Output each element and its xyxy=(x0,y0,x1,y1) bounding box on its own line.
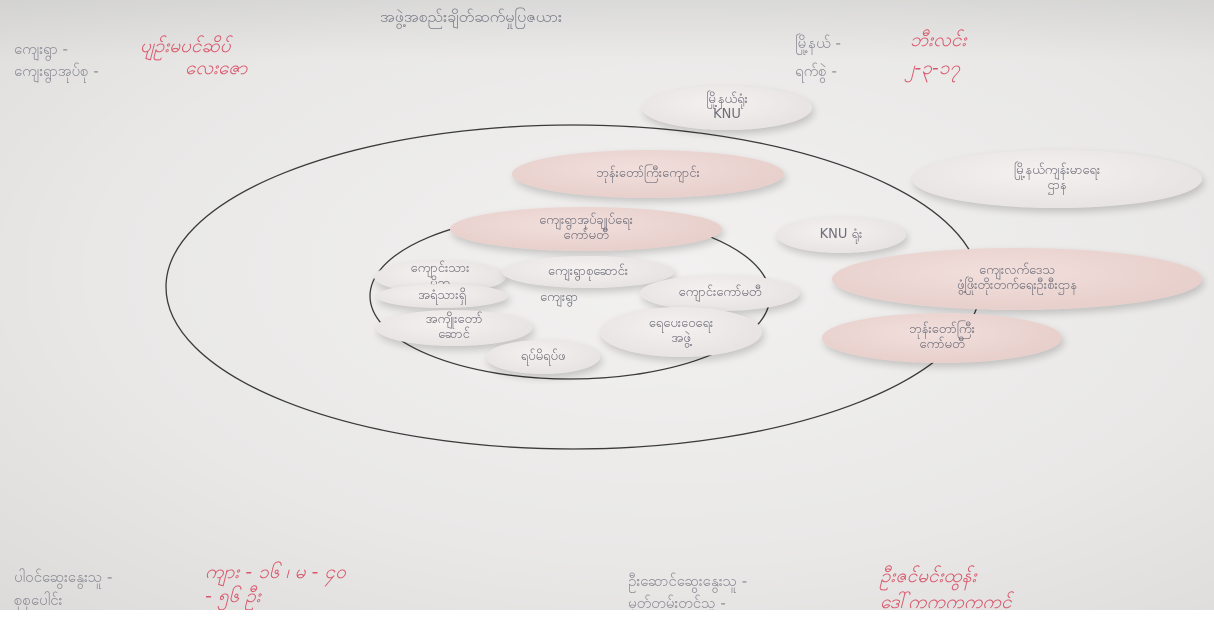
facilitator-value: ဦးဇင်မင်းထွန်း xyxy=(880,565,977,587)
township-label: မြို့နယ် - xyxy=(795,34,841,52)
bubble-knu-office: KNU ရုံး xyxy=(776,217,906,253)
bubble-reserve: အရံသားရှိ xyxy=(376,284,508,308)
participants-label: ပါဝင်ဆွေးနွေးသူ - xyxy=(14,568,113,586)
bubble-monastery: ဘုန်းတော်ကြီးကျောင်း xyxy=(512,150,784,198)
bubble-village-admin-committee: ကျေးရွာအုပ်ချုပ်ရေးကော်မတီ xyxy=(450,207,722,251)
image-margin xyxy=(880,610,1214,623)
participants-value: ကျား - ၁၆ ၊ မ - ၄၀ xyxy=(205,561,346,583)
village-label: ကျေးရွာ - xyxy=(14,40,68,58)
date-label: ရက်စွဲ - xyxy=(795,62,837,80)
paper-shadow xyxy=(0,0,1214,60)
notetaker-value: ဒေါ်ကကကကကင် xyxy=(880,591,1012,610)
village-center-label: ကျေးရွာ xyxy=(540,290,578,305)
bubble-water-supply: ရေပေးဝေရေးအဖွဲ့ xyxy=(600,307,762,357)
photo-paper: အဖွဲ့အစည်းချိတ်ဆက်မှုပြဇယား ကျေးရွာ - ပျ… xyxy=(0,0,1214,610)
bubble-school-committee: ကျောင်းကော်မတီ xyxy=(640,275,800,311)
tract-value: လေးဇော xyxy=(185,57,248,79)
diagram-title: အဖွဲ့အစည်းချိတ်ဆက်မှုပြဇယား xyxy=(380,7,562,26)
notetaker-label: မှတ်တမ်းတင်သူ - xyxy=(628,594,726,610)
bubble-elders: ရပ်မိရပ်ဖ xyxy=(486,340,600,374)
bubble-township-office: မြို့နယ်ရုံးKNU xyxy=(642,86,812,130)
bubble-rural-development: ကျေးလက်ဒေသဖွံ့ဖြိုးတိုးတက်ရေးဦးစီးဌာန xyxy=(832,248,1202,310)
date-value: ၂-၃-၁၇ xyxy=(905,57,961,79)
township-value: ဘီးလင်း xyxy=(910,29,967,51)
facilitator-label: ဦးဆောင်ဆွေးနွေးသူ - xyxy=(628,572,748,590)
tract-label: ကျေးရွာအုပ်စု - xyxy=(14,62,99,80)
village-value: ပျဉ်းမပင်ဆိပ် xyxy=(140,35,231,57)
bubble-health-department: မြို့နယ်ကျန်းမာရေးဌာန xyxy=(912,150,1202,208)
total-label: စုစုပေါင်း xyxy=(14,591,63,609)
bubble-monastery-committee: ဘုန်းတော်ကြီးကော်မတီ xyxy=(822,313,1062,363)
bubble-welfare: အကျိုးတော်ဆောင် xyxy=(376,310,532,346)
bubble-village-savings: ကျေးရွာစုဆောင်း xyxy=(502,256,674,288)
total-value: - ၅၆ ဦး xyxy=(205,585,261,607)
